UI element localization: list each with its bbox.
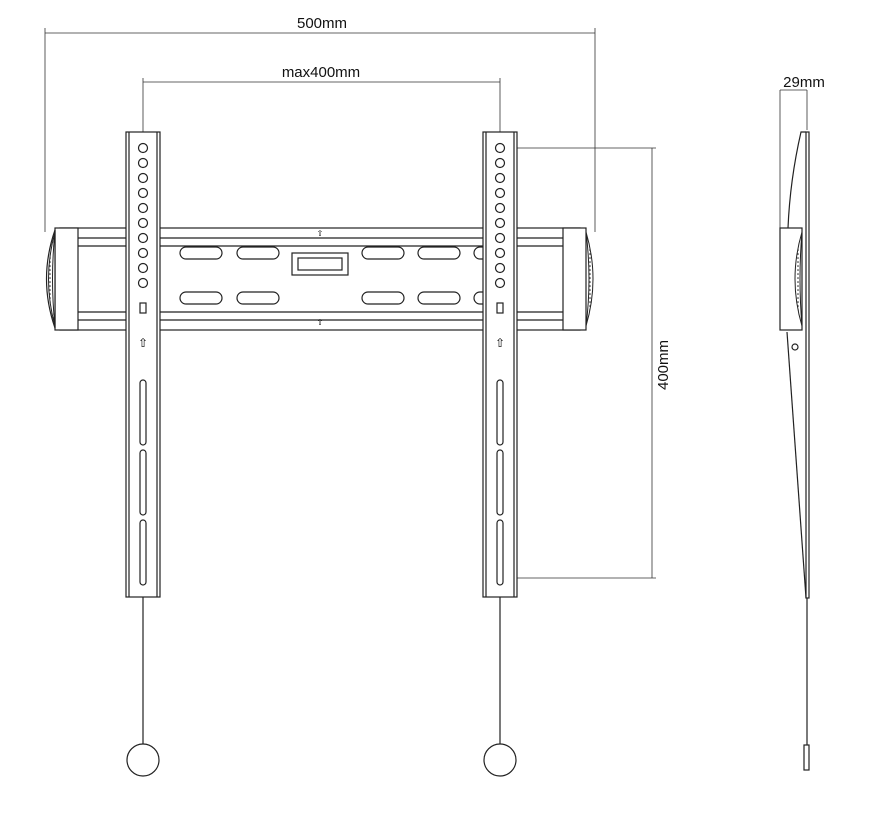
left-vertical-arm: ⇧ bbox=[125, 131, 161, 777]
adjustment-hole bbox=[137, 187, 149, 199]
vertical-slot bbox=[496, 519, 504, 586]
arrow-up-icon: ⇧ bbox=[317, 229, 324, 238]
mounting-slot bbox=[417, 246, 461, 260]
right-vertical-arm: ⇧ bbox=[482, 131, 518, 777]
vertical-slot bbox=[496, 379, 504, 446]
adjustment-hole bbox=[137, 202, 149, 214]
vertical-slot bbox=[496, 449, 504, 516]
right-end-cap bbox=[562, 227, 594, 331]
mounting-slot bbox=[361, 291, 405, 305]
vertical-slot bbox=[139, 379, 147, 446]
adjustment-hole bbox=[137, 172, 149, 184]
lock-tab bbox=[139, 302, 147, 314]
adjustment-hole bbox=[137, 262, 149, 274]
adjustment-hole bbox=[137, 217, 149, 229]
dimension-max400mm: max400mm bbox=[142, 64, 501, 148]
adjustment-hole bbox=[137, 247, 149, 259]
adjustment-hole bbox=[494, 217, 506, 229]
lock-tab bbox=[496, 302, 504, 314]
vertical-slot bbox=[139, 449, 147, 516]
mounting-slot bbox=[179, 291, 223, 305]
mounting-slot bbox=[417, 291, 461, 305]
adjustment-hole bbox=[494, 142, 506, 154]
pull-cord-ring[interactable] bbox=[483, 743, 517, 777]
dimension-label-max400mm: max400mm bbox=[282, 64, 360, 81]
left-end-cap bbox=[45, 227, 79, 331]
vertical-slot bbox=[139, 519, 147, 586]
adjustment-hole bbox=[494, 232, 506, 244]
dimension-400mm: 400mm bbox=[505, 147, 672, 579]
adjustment-hole bbox=[137, 232, 149, 244]
arrow-up-icon: ⇧ bbox=[317, 318, 324, 327]
adjustment-hole bbox=[494, 277, 506, 289]
arrow-up-icon: ⇧ bbox=[495, 336, 505, 350]
mounting-slot bbox=[236, 246, 280, 260]
adjustment-hole bbox=[494, 202, 506, 214]
mounting-slot bbox=[361, 246, 405, 260]
mounting-slot bbox=[179, 246, 223, 260]
arrow-up-icon: ⇧ bbox=[138, 336, 148, 350]
adjustment-hole bbox=[137, 157, 149, 169]
adjustment-hole bbox=[494, 157, 506, 169]
dimension-label-29mm: 29mm bbox=[783, 74, 825, 91]
dimension-label-400mm: 400mm bbox=[655, 340, 672, 390]
pull-cord-end bbox=[803, 744, 810, 771]
center-level-bracket bbox=[291, 252, 349, 276]
dimension-label-500mm: 500mm bbox=[297, 15, 347, 32]
adjustment-hole bbox=[494, 187, 506, 199]
dimension-500mm: 500mm bbox=[44, 15, 596, 232]
adjustment-hole bbox=[137, 277, 149, 289]
adjustment-hole bbox=[494, 172, 506, 184]
mounting-slot bbox=[236, 291, 280, 305]
adjustment-hole bbox=[494, 262, 506, 274]
adjustment-hole bbox=[494, 247, 506, 259]
pull-cord-ring[interactable] bbox=[126, 743, 160, 777]
adjustment-hole bbox=[137, 142, 149, 154]
side-view: 29mm bbox=[779, 74, 825, 771]
